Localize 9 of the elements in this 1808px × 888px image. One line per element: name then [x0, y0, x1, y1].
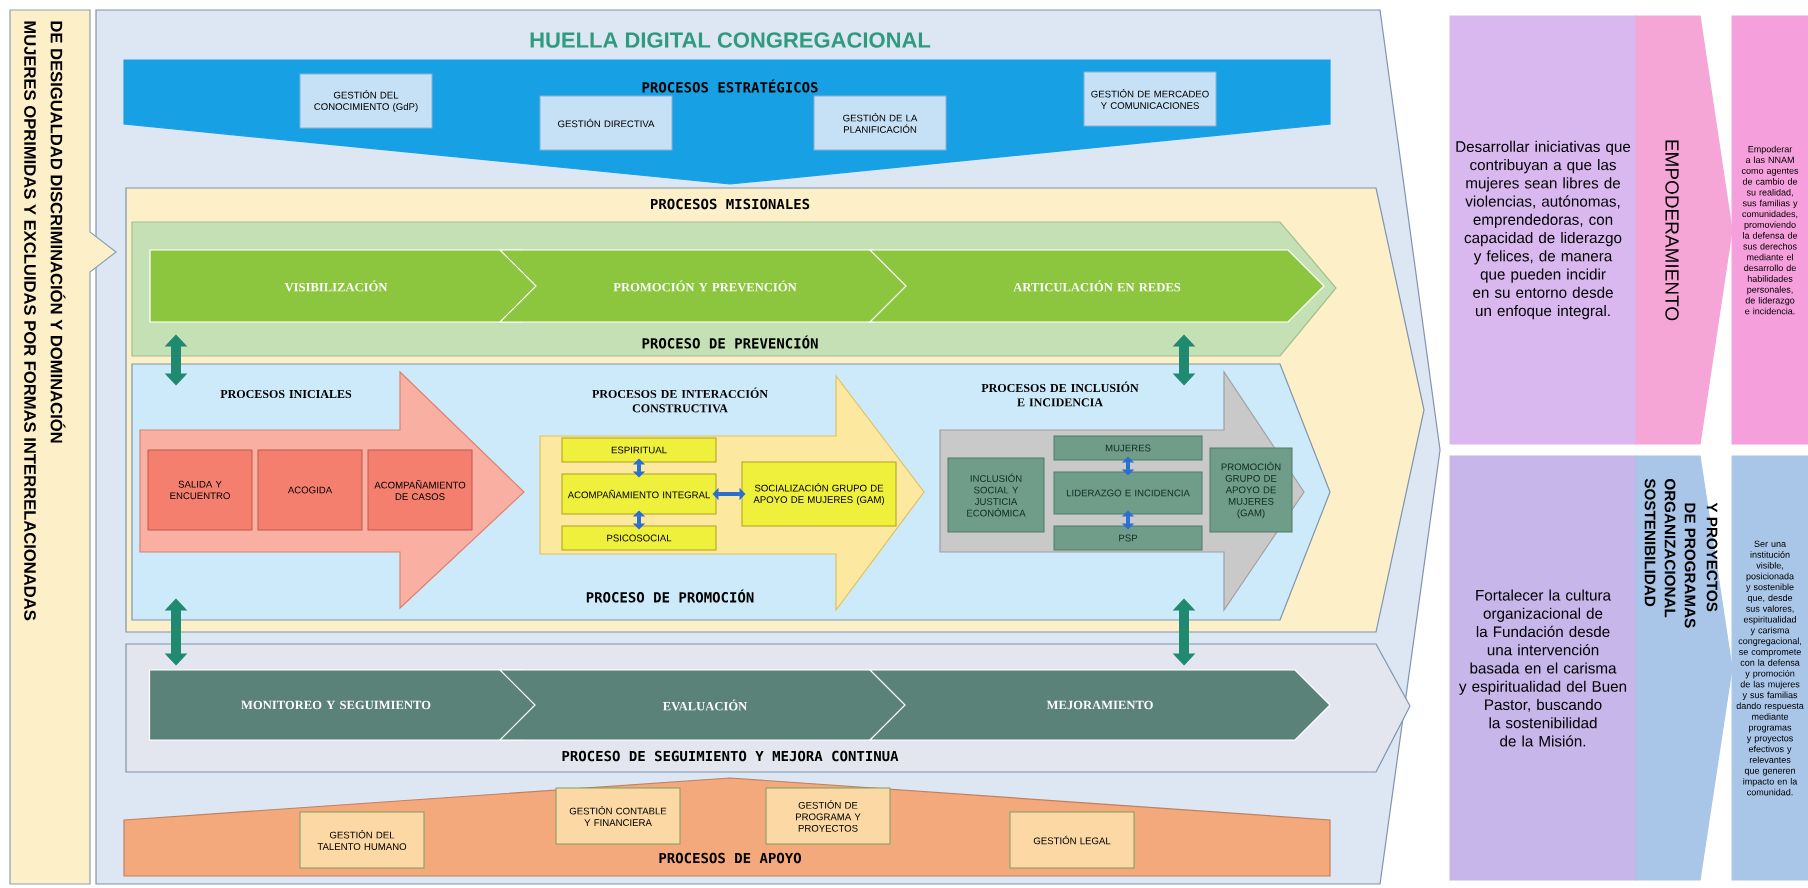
vertical-label: DE DESIGUALDAD DISCRIMINACIÓN Y DOMINACIÓN	[50, 21, 66, 443]
double-arrow	[1121, 510, 1135, 530]
double-arrow	[712, 487, 746, 501]
panel-heading: HUELLA DIGITAL CONGREGACIONAL	[530, 32, 931, 48]
vertical-label: MUJERES OPRIMIDAS Y EXCLUIDAS POR FORMAS INTERRELACIONADAS	[24, 21, 36, 621]
double-arrow	[1121, 456, 1135, 476]
vertical-label: EMPODERAMIENTO	[1665, 140, 1679, 321]
double-arrow	[632, 458, 646, 478]
double-arrow	[632, 510, 646, 530]
